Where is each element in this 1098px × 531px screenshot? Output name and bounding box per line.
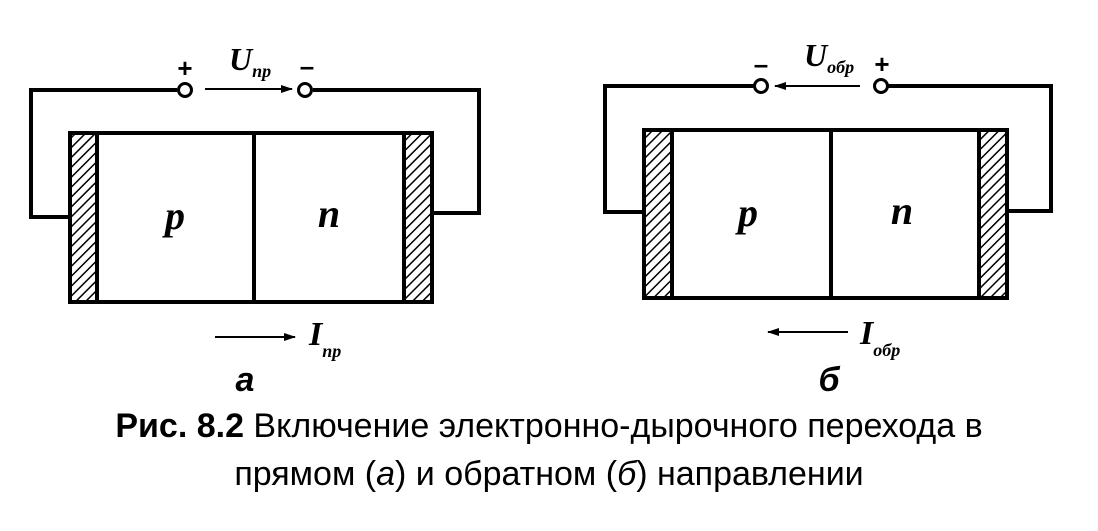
- p-label-a: p: [162, 193, 185, 238]
- caption-label-a: а: [376, 455, 396, 493]
- wire-right-a: [313, 88, 481, 215]
- panel-label-a: а: [236, 361, 255, 399]
- terminal-minus-a: [297, 82, 313, 98]
- panel-b: p n – + Uобр Iобр б: [603, 37, 1053, 399]
- figure-caption: Рис. 8.2 Включение электронно-дырочного …: [0, 402, 1098, 498]
- n-region-b: [829, 128, 981, 300]
- terminal-minus-b: [753, 78, 769, 94]
- voltage-label-b: Uобр: [804, 37, 854, 77]
- figure-number: Рис. 8.2: [115, 407, 244, 445]
- caption-text-2c: ) направлении: [636, 455, 864, 493]
- caption-text-1: Включение электронно-дырочного перехода …: [243, 407, 983, 445]
- sign-minus-a: –: [300, 51, 314, 81]
- wire-right-b: [888, 84, 1053, 213]
- n-label-b: n: [891, 188, 913, 233]
- current-label-b: Iобр: [859, 315, 900, 360]
- wire-left-b: [603, 84, 754, 214]
- caption-line-1: Рис. 8.2 Включение электронно-дырочного …: [0, 402, 1098, 450]
- wire-left-a: [29, 88, 177, 219]
- panel-a: p n + – Uпр Iпр а: [29, 41, 481, 399]
- n-label-a: n: [318, 191, 340, 236]
- contact-left-b: [642, 128, 674, 300]
- caption-text-2b: ) и обратном (: [395, 455, 618, 493]
- panel-label-b: б: [818, 361, 840, 399]
- caption-text-2a: прямом (: [234, 455, 377, 493]
- p-label-b: p: [735, 190, 758, 235]
- voltage-label-a: Uпр: [229, 41, 271, 81]
- voltage-symbol-b: U: [804, 37, 829, 73]
- p-region-a: [95, 131, 256, 304]
- sign-plus-a: +: [177, 53, 192, 83]
- contact-left-a: [68, 131, 99, 304]
- contact-right-a: [402, 131, 434, 304]
- sign-plus-b: +: [874, 49, 889, 79]
- voltage-symbol-a: U: [229, 41, 254, 77]
- terminal-plus-a: [177, 82, 193, 98]
- voltage-subscript-a: пр: [252, 61, 271, 81]
- caption-label-b: б: [617, 455, 637, 493]
- terminal-plus-b: [873, 78, 889, 94]
- p-region-b: [670, 128, 833, 300]
- caption-line-2: прямом (а) и обратном (б) направлении: [0, 450, 1098, 498]
- current-subscript-b: обр: [873, 340, 900, 360]
- voltage-subscript-b: обр: [827, 57, 854, 77]
- current-symbol-b: I: [859, 315, 875, 352]
- current-symbol-a: I: [308, 316, 324, 353]
- current-label-a: Iпр: [308, 316, 341, 361]
- contact-right-b: [977, 128, 1009, 300]
- sign-minus-b: –: [754, 49, 768, 79]
- current-subscript-a: пр: [322, 341, 341, 361]
